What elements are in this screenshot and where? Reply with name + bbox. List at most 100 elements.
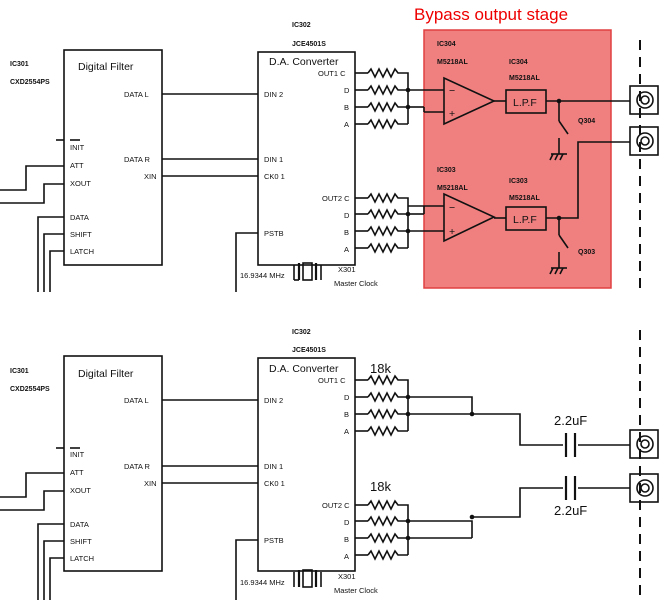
ic301-part-b: CXD2554PS: [10, 386, 50, 393]
crystal-ref-b: X301: [338, 572, 356, 581]
crystal-name-b: Master Clock: [334, 586, 378, 595]
crystal-freq: 16.9344 MHz: [240, 271, 285, 280]
resistor-network-bottom-1: [355, 374, 411, 437]
resistor-network-bottom-2: [355, 499, 411, 561]
digital-filter-block-b: [63, 355, 163, 572]
bypass-wire-top-d: [408, 396, 473, 414]
resistor-value-bottom: 18k: [370, 479, 391, 494]
filter-att-wire: [0, 165, 64, 191]
dac-pin-din1: DIN 1: [264, 155, 283, 164]
dac-out2-c-b: OUT2 C: [322, 501, 350, 510]
filter-latch-wire: [49, 250, 64, 292]
capacitor-bottom: [564, 476, 577, 500]
ic302-ref-b: IC302: [292, 329, 311, 336]
resistor-network-top-2: [355, 192, 411, 254]
lpf2-label: L.P.F: [513, 214, 537, 226]
dac-pin-din1-b: DIN 1: [264, 462, 283, 471]
dac-title: D.A. Converter: [269, 56, 339, 68]
filter-pin-xout-b: XOUT: [70, 486, 91, 495]
lpf2-part: M5218AL: [509, 195, 540, 202]
filter-pin-data-b: DATA: [70, 520, 89, 529]
digital-filter-block: [63, 49, 163, 266]
filter-pin-data-r: DATA R: [124, 155, 151, 164]
bypass-wire-top-out: [472, 413, 563, 446]
lpf2-ref: IC303: [509, 178, 528, 185]
crystal-symbol: [293, 262, 322, 281]
filter-pin-data-l-b: DATA L: [124, 396, 149, 405]
filter-shift-wire-b: [43, 540, 64, 600]
dac-out2-d-b: D: [344, 518, 350, 527]
crystal-freq-b: 16.9344 MHz: [240, 578, 285, 587]
opamp1-plus: +: [449, 108, 455, 120]
opamp2-symbol: [408, 192, 496, 243]
bypass-title: Bypass output stage: [414, 5, 568, 24]
dac-out1-d: D: [344, 86, 350, 95]
dac-out2-d: D: [344, 211, 350, 220]
filter-shift-wire: [43, 233, 64, 292]
digital-filter-title-b: Digital Filter: [78, 368, 134, 380]
ic302-ref: IC302: [292, 22, 311, 29]
pstb-wire-b: [235, 539, 258, 600]
dac-block: [257, 51, 356, 266]
top-schematic: Bypass output stage IC301 CXD2554PS Digi…: [0, 5, 659, 292]
filter-pin-data-r-b: DATA R: [124, 462, 151, 471]
digital-filter-title: Digital Filter: [78, 61, 134, 73]
resistor-value-top: 18k: [370, 361, 391, 376]
dac-out1-c-b: OUT1 C: [318, 376, 346, 385]
capacitor-value-top: 2.2uF: [554, 413, 587, 428]
filter-pin-latch: LATCH: [70, 247, 94, 256]
ic302-part: JCE4501S: [292, 41, 326, 48]
filter-pin-xin-b: XIN: [144, 479, 157, 488]
opamp2-minus: −: [449, 202, 455, 214]
lpf1-label: L.P.F: [513, 97, 537, 109]
filter-data-wire-b: [37, 523, 64, 600]
filter-pin-shift-b: SHIFT: [70, 537, 92, 546]
q304-switch: [549, 101, 569, 161]
ic302-part-b: JCE4501S: [292, 347, 326, 354]
filter-pin-data: DATA: [70, 213, 89, 222]
filter-pin-att: ATT: [70, 161, 84, 170]
dac-out1-a-b: A: [344, 427, 349, 436]
dac-out2-a: A: [344, 245, 349, 254]
filter-pin-xout: XOUT: [70, 179, 91, 188]
dac-title-b: D.A. Converter: [269, 363, 339, 375]
rca-jack-bottom-l: [629, 429, 659, 459]
dac-out2-a-b: A: [344, 552, 349, 561]
opamp1-minus: −: [449, 85, 455, 97]
dac-pin-pstb: PSTB: [264, 229, 284, 238]
bypass-wire-bot-out: [472, 487, 563, 518]
opamp1-ref: IC304: [437, 41, 456, 48]
opamp2-part: M5218AL: [437, 185, 468, 192]
capacitor-value-bottom: 2.2uF: [554, 503, 587, 518]
dac-pin-din2-b: DIN 2: [264, 396, 283, 405]
filter-xout-wire: [0, 183, 64, 204]
filter-latch-wire-b: [49, 557, 64, 600]
filter-pin-xin: XIN: [144, 172, 157, 181]
dac-out1-d-b: D: [344, 393, 350, 402]
filter-pin-att-b: ATT: [70, 468, 84, 477]
dac-out2-b-b: B: [344, 535, 349, 544]
filter-att-wire-b: [0, 472, 64, 498]
lpf2-out-wire: [546, 141, 630, 219]
bypass-highlight-box: [423, 29, 612, 289]
crystal-ref: X301: [338, 265, 356, 274]
dac-pin-ck01-b: CK0 1: [264, 479, 285, 488]
q304-label: Q304: [578, 118, 595, 125]
filter-pin-init-b: INIT: [70, 450, 85, 459]
lpf1-ref: IC304: [509, 59, 528, 66]
q303-label: Q303: [578, 249, 595, 256]
dac-pin-pstb-b: PSTB: [264, 536, 284, 545]
opamp1-symbol: [408, 76, 496, 126]
opamp1-part: M5218AL: [437, 59, 468, 66]
filter-data-wire: [37, 216, 64, 292]
filter-pin-shift: SHIFT: [70, 230, 92, 239]
lpf1-part: M5218AL: [509, 75, 540, 82]
ic301-ref: IC301: [10, 61, 29, 68]
filter-pin-init: INIT: [70, 143, 85, 152]
opamp2-ref: IC303: [437, 167, 456, 174]
capacitor-top: [564, 433, 577, 457]
dac-block-b: [257, 357, 356, 572]
dac-pin-ck01: CK0 1: [264, 172, 285, 181]
dac-out1-c: OUT1 C: [318, 69, 346, 78]
